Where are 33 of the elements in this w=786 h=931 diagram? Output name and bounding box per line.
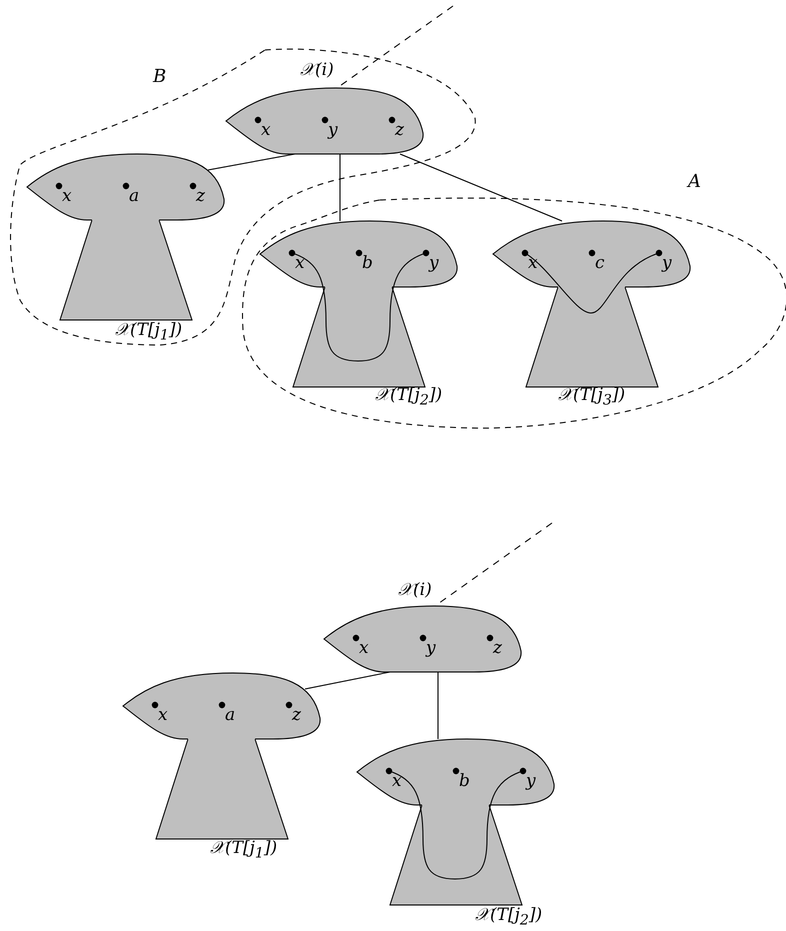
bag-label: 𝒳(T[j$_{1}$])	[210, 838, 278, 864]
vertex-label: a	[225, 706, 236, 724]
vertex-label: y	[429, 254, 439, 272]
vertex-label: x	[158, 706, 168, 724]
vertex-label: x	[528, 254, 538, 272]
vertex-label: z	[196, 187, 205, 205]
vertex-label: y	[328, 121, 338, 139]
tree-edge	[304, 672, 390, 690]
vertex-label: y	[426, 639, 436, 657]
vertex-label: z	[292, 706, 301, 724]
bag-label: 𝒳(T[j$_{2}$])	[375, 385, 442, 410]
vertex-label: b	[362, 254, 373, 272]
vertex-label: x	[62, 187, 72, 205]
vertex-label: y	[526, 772, 536, 790]
bag-label: 𝒳(i)	[300, 60, 334, 80]
tree-edge	[400, 154, 562, 222]
bag-label: 𝒳(T[j$_{3}$])	[558, 385, 626, 410]
vertex-label: y	[662, 254, 672, 272]
vertex-label: a	[129, 187, 140, 205]
vertex-label: x	[261, 121, 271, 139]
region-label: B	[153, 67, 166, 87]
vertex-label: c	[595, 254, 605, 272]
vertex-label: b	[459, 772, 470, 790]
vertex-label: z	[493, 639, 502, 657]
vertex-label: x	[295, 254, 305, 272]
bag-label: 𝒳(T[j$_{2}$])	[475, 905, 542, 930]
vertex-label: x	[392, 772, 402, 790]
region-label: A	[688, 172, 701, 192]
bag-label: 𝒳(T[j$_{1}$])	[115, 320, 182, 346]
vertex-label: x	[359, 639, 369, 657]
vertex-label: z	[395, 121, 404, 139]
tree-edge	[208, 154, 296, 170]
bag-label: 𝒳(i)	[398, 580, 432, 600]
